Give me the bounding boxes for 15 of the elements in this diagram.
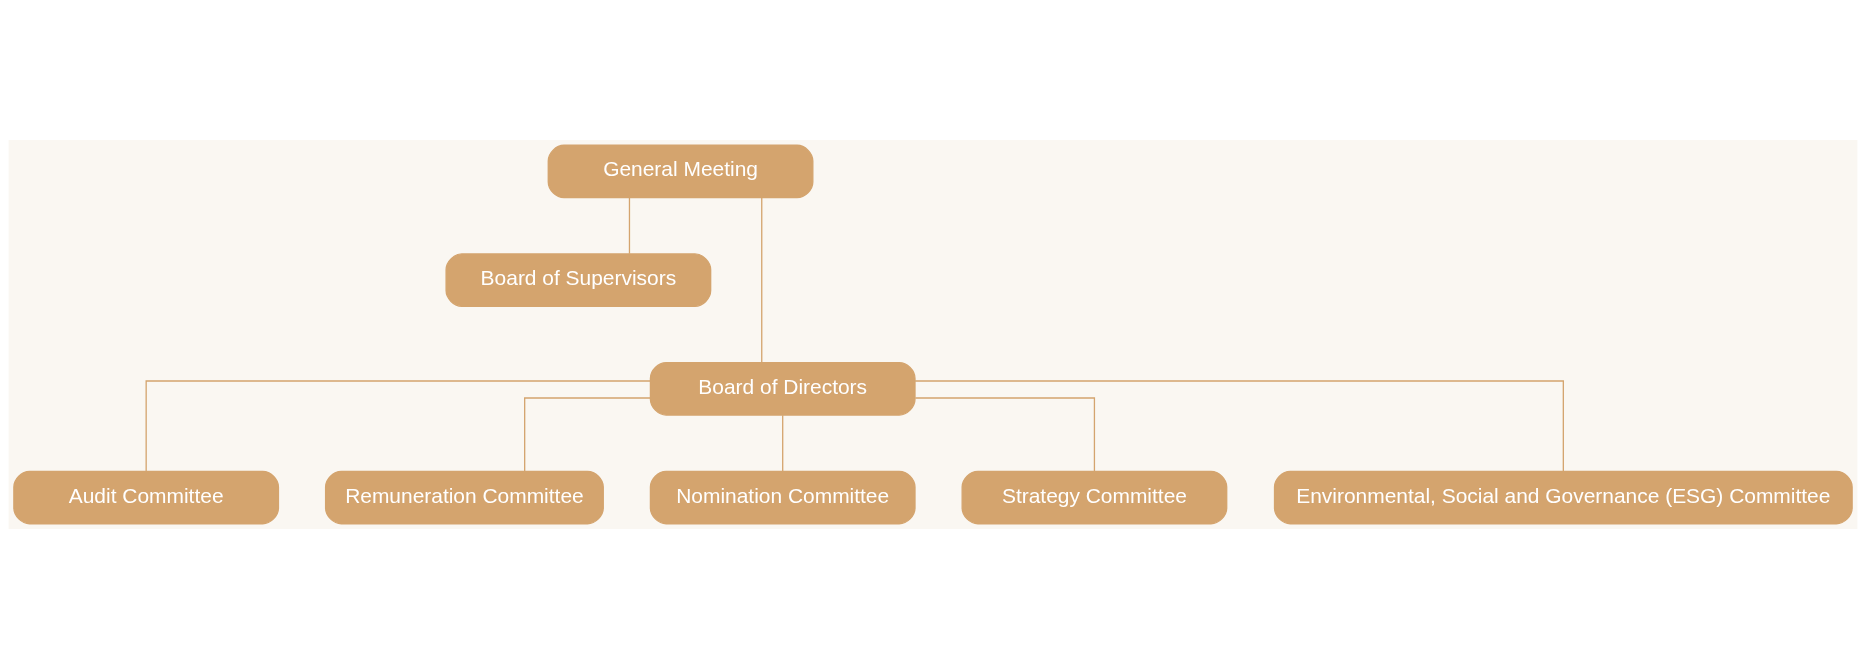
node-box: General Meeting (547, 144, 814, 199)
node-box: Board of Directors (649, 362, 916, 416)
node-box: Board of Supervisors (445, 253, 712, 307)
connector (628, 197, 631, 255)
node-box: Nomination Committee (649, 470, 916, 525)
connector (914, 380, 1564, 472)
connector (782, 414, 784, 472)
connector (914, 397, 1096, 472)
connector (145, 380, 651, 472)
connector (761, 197, 763, 364)
connector (524, 397, 651, 472)
node-box: Remuneration Committee (324, 470, 604, 525)
node-box: Environmental, Social and Governance (ESG) Committee (1273, 470, 1853, 525)
node-box: Strategy Committee (961, 470, 1228, 525)
node-box: Audit Committee (13, 470, 280, 525)
